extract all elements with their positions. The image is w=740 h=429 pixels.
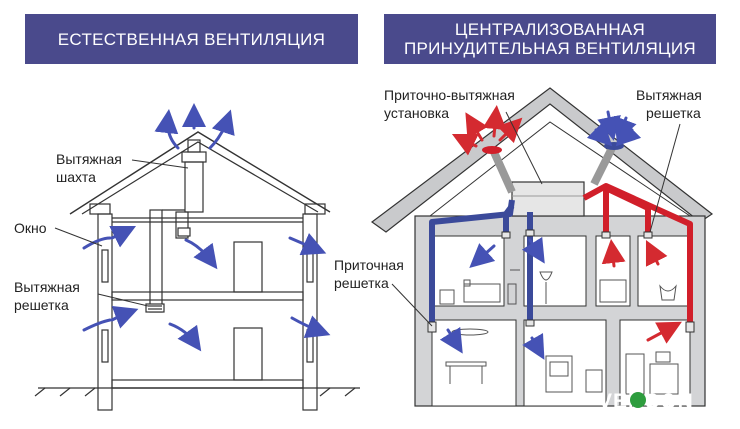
label-exhaust-shaft-2: шахта (56, 169, 96, 185)
logo-leaf-icon (630, 392, 646, 408)
middle-floor (111, 291, 304, 301)
central-ventilation-title-line2: ПРИНУДИТЕЛЬНАЯ ВЕНТИЛЯЦИЯ (403, 39, 697, 58)
label-supply-grille-2: решетка (334, 275, 389, 291)
room-wc (637, 235, 691, 307)
supply-grille-dining (427, 321, 437, 333)
forced-grilles (427, 229, 695, 333)
exhaust-ducts (582, 183, 693, 328)
label-window: Окно (14, 220, 47, 236)
vencon-logo: VENCON (598, 390, 694, 413)
natural-airflow-arrows (82, 103, 331, 352)
label-supply-exhaust-unit-2: установка (384, 105, 449, 121)
natural-ventilation-title: ЕСТЕСТВЕННАЯ ВЕНТИЛЯЦИЯ (57, 29, 326, 49)
roof-left-house (69, 131, 331, 215)
exhaust-shaft (184, 161, 204, 213)
label-exhaust-grille-left-2: решетка (14, 297, 69, 313)
label-supply-grille-1: Приточная (334, 257, 404, 273)
forced-airflow-arrows (439, 105, 682, 360)
window-upper-left (101, 249, 109, 283)
label-exhaust-shaft-1: Вытяжная (56, 151, 122, 167)
label-exhaust-grille-right-2: решетка (646, 105, 701, 121)
natural-labels: Вытяжная шахта Окно Вытяжная решетка (14, 151, 189, 313)
natural-ventilation-banner: ЕСТЕСТВЕННАЯ ВЕНТИЛЯЦИЯ (25, 14, 358, 64)
central-ventilation-banner: ЦЕНТРАЛИЗОВАННАЯ ПРИНУДИТЕЛЬНАЯ ВЕНТИЛЯЦ… (384, 14, 716, 64)
window-lower-right (306, 329, 314, 363)
label-exhaust-grille-right-1: Вытяжная (636, 87, 702, 103)
label-supply-exhaust-unit-1: Приточно-вытяжная (384, 87, 515, 103)
central-ventilation-title-line1: ЦЕНТРАЛИЗОВАННАЯ (454, 20, 646, 39)
room-living (523, 319, 607, 407)
forced-house (370, 87, 714, 407)
door-upper (233, 241, 263, 293)
supply-grille-bedroom (501, 231, 511, 239)
logo-text: VENCON (598, 390, 694, 413)
exhaust-shaft-lower (149, 209, 163, 313)
room-bathroom-2 (595, 235, 631, 307)
label-exhaust-grille-left-1: Вытяжная (14, 279, 80, 295)
window-upper-right (306, 249, 314, 283)
supply-exhaust-unit[interactable] (511, 181, 585, 217)
window-lower-left (101, 329, 109, 363)
roof-intake-cap (604, 142, 624, 150)
room-dining (431, 319, 517, 407)
door-lower (233, 327, 263, 381)
natural-house (34, 131, 360, 411)
left-wall (97, 213, 113, 411)
right-wall (302, 213, 318, 411)
forced-labels: Приточно-вытяжная установка Вытяжная реш… (334, 87, 702, 327)
roof-outlet-cap (482, 146, 502, 154)
